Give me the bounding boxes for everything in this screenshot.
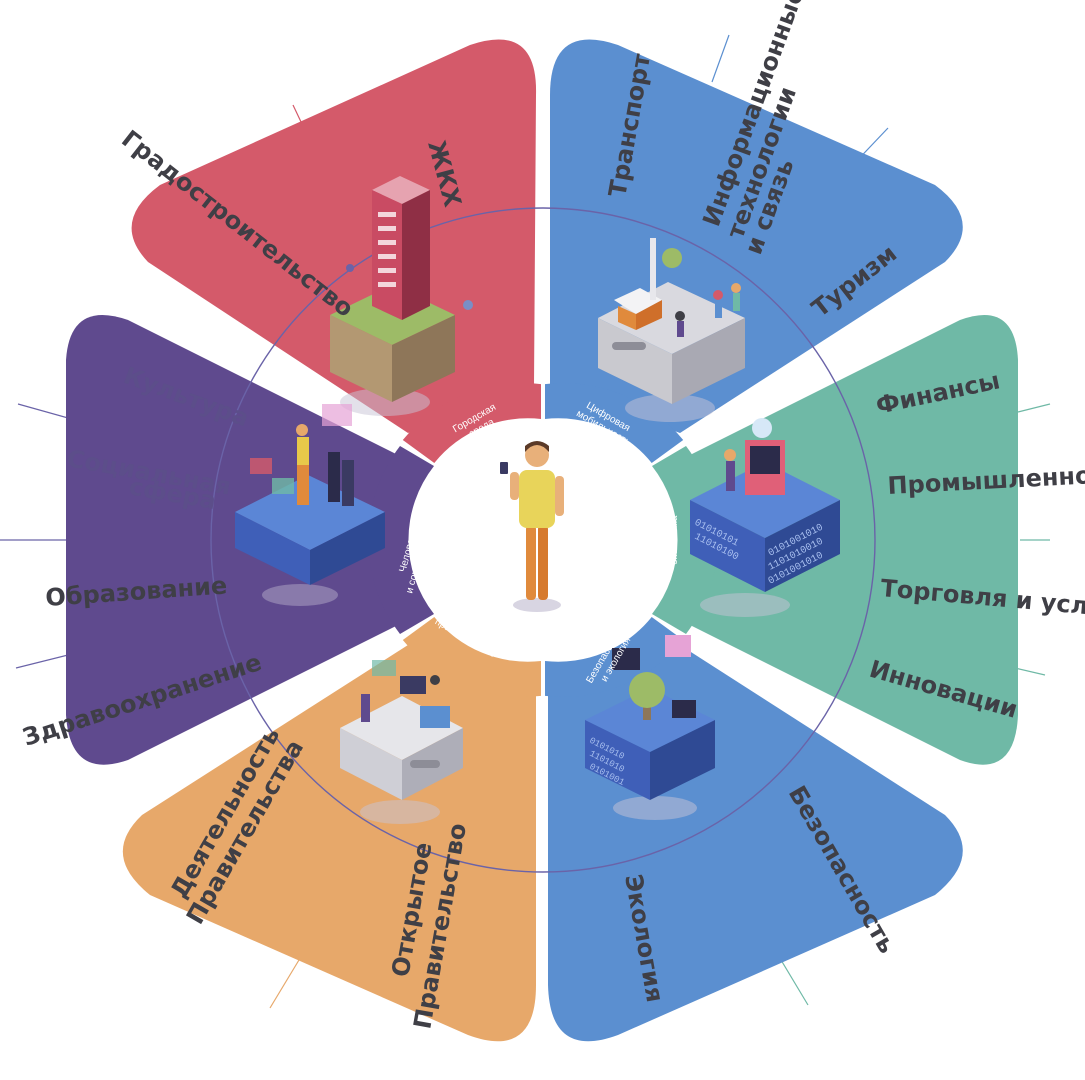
inner-ring-economy [652,446,718,634]
person-figure [500,441,564,612]
inner-ring [368,383,718,697]
security-illustration: 0101010 1101010 0101001 [585,635,715,820]
building-illustration [330,176,473,416]
segment-economy [690,315,1018,765]
inner-ring-human [368,446,434,634]
orbit-circle [210,207,876,873]
government-illustration [340,660,463,824]
street-illustration [598,238,745,422]
segment-human [66,315,398,765]
inner-label-economy: Городская экономика [657,515,680,565]
inner-ring-mobility [545,383,684,463]
education-illustration [235,404,385,606]
inner-ring-urban [402,383,541,463]
inner-ring-government [402,617,541,697]
